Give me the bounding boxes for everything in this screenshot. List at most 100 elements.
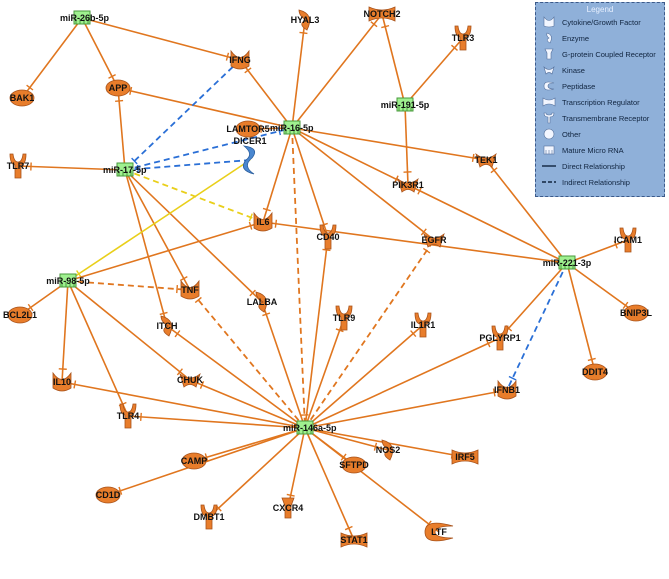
- mirna-icon: [116, 162, 134, 177]
- receptor-icon: [335, 305, 353, 331]
- node-egfr[interactable]: EGFR: [421, 232, 447, 248]
- node-label: TLR4: [117, 411, 140, 421]
- node-mir16[interactable]: miR-16-5p: [270, 120, 314, 135]
- node-itch[interactable]: ITCH: [157, 315, 178, 337]
- edge-end-marker: [490, 167, 498, 174]
- node-cd40[interactable]: CD40: [316, 224, 340, 250]
- node-tlr7[interactable]: TLR7: [7, 153, 30, 179]
- legend-item: Transmembrane Receptor: [536, 110, 664, 126]
- node-ddit4[interactable]: DDIT4: [582, 363, 608, 381]
- edge-end-marker: [140, 412, 142, 421]
- node-dmbt1[interactable]: DMBT1: [194, 504, 225, 530]
- node-tnf[interactable]: TNF: [180, 279, 200, 300]
- node-lamtor5[interactable]: LAMTOR5: [226, 120, 270, 138]
- node-app[interactable]: APP: [105, 79, 131, 97]
- other-icon: [540, 128, 558, 140]
- node-mir98[interactable]: miR-98-5p: [46, 273, 90, 288]
- node-notch2[interactable]: NOTCH2: [363, 6, 401, 22]
- edge-end-marker: [286, 493, 295, 497]
- node-label: STAT1: [340, 535, 367, 545]
- node-label: LTF: [431, 527, 447, 537]
- edge-end-marker: [335, 328, 344, 333]
- solid-line-icon: [540, 163, 558, 169]
- edge-mir221-ICAM1: [566, 239, 629, 264]
- node-label: IFNB1: [494, 385, 520, 395]
- kinase-icon: [179, 372, 201, 388]
- legend-item: Other: [536, 126, 664, 142]
- edge-mir16-NOTCH2: [291, 13, 383, 129]
- node-pik3r1[interactable]: PIK3R1: [392, 177, 424, 193]
- mirna-icon: [296, 420, 314, 435]
- node-mir26b[interactable]: miR-26b-5p: [60, 10, 110, 25]
- legend-item-label: Indirect Relationship: [562, 177, 630, 187]
- edge-mir221-PGLYRP1: [499, 262, 568, 339]
- kinase-icon: [397, 177, 419, 193]
- node-ifng[interactable]: IFNG: [229, 49, 251, 70]
- edge-end-marker: [118, 486, 123, 495]
- gpcr-icon: [281, 497, 295, 519]
- node-irf5[interactable]: IRF5: [451, 449, 479, 465]
- other-icon: [235, 120, 261, 138]
- node-lalba[interactable]: LALBA: [247, 291, 278, 313]
- edge-mir146a-EGFR: [304, 239, 435, 429]
- edge-end-marker: [410, 330, 417, 338]
- node-mir146a[interactable]: miR-146a-5p: [283, 420, 337, 435]
- cytokine-icon: [230, 49, 250, 70]
- node-stat1[interactable]: STAT1: [340, 532, 368, 548]
- legend-item: Cytokine/Growth Factor: [536, 14, 664, 30]
- node-icam1[interactable]: ICAM1: [614, 227, 642, 253]
- node-camp[interactable]: CAMP: [181, 452, 208, 470]
- edge-end-marker: [176, 368, 183, 376]
- edge-mir146a-CD1D: [107, 427, 306, 496]
- mirna-icon: [540, 144, 558, 156]
- edge-end-marker: [27, 303, 34, 312]
- legend-item: Indirect Relationship: [536, 174, 664, 190]
- node-tlr4[interactable]: TLR4: [117, 403, 140, 429]
- node-il6[interactable]: IL6: [253, 211, 273, 232]
- edge-mir146a-IL1R1: [304, 324, 424, 429]
- node-sftpd[interactable]: SFTPD: [339, 456, 369, 474]
- node-il10[interactable]: IL10: [52, 371, 72, 392]
- node-bak1[interactable]: BAK1: [9, 89, 35, 107]
- node-cd1d[interactable]: CD1D: [95, 486, 121, 504]
- node-bnip3l[interactable]: BNIP3L: [620, 304, 653, 322]
- node-nos2[interactable]: NOS2: [376, 439, 401, 461]
- receptor-icon: [454, 25, 472, 51]
- node-label: IL6: [256, 217, 269, 227]
- node-mir221[interactable]: miR-221-3p: [543, 255, 592, 270]
- node-label: APP: [109, 83, 128, 93]
- edge-mir98-IL10: [61, 280, 69, 383]
- edge-mir146a-LALBA: [261, 301, 306, 429]
- node-bcl2l1[interactable]: BCL2L1: [3, 306, 37, 324]
- node-dicer1[interactable]: DICER1: [233, 136, 267, 175]
- node-label: IL10: [53, 377, 71, 387]
- edge-end-marker: [471, 153, 475, 162]
- receptor-icon: [414, 312, 432, 338]
- node-pglyrp1[interactable]: PGLYRP1: [479, 325, 521, 351]
- node-label: BNIP3L: [620, 308, 653, 318]
- node-ltf[interactable]: LTF: [424, 522, 454, 542]
- node-label: miR-17-5p: [103, 165, 147, 175]
- node-hyal3[interactable]: HYAL3: [291, 9, 320, 31]
- edge-mir17-ITCH: [124, 169, 168, 327]
- node-label: IRF5: [455, 452, 475, 462]
- edge-mir16-mir146a: [291, 127, 306, 429]
- node-tlr9[interactable]: TLR9: [333, 305, 356, 331]
- peptidase-icon: [424, 522, 454, 542]
- edge-mir16-EGFR: [291, 127, 435, 241]
- edge-end-marker: [136, 164, 139, 174]
- edge-end-marker: [249, 289, 256, 297]
- node-label: PIK3R1: [392, 180, 424, 190]
- node-tlr3[interactable]: TLR3: [452, 25, 475, 51]
- node-il1r1[interactable]: IL1R1: [411, 312, 436, 338]
- edge-end-marker: [262, 312, 271, 317]
- legend-item: Mature Micro RNA: [536, 142, 664, 158]
- node-mir191[interactable]: miR-191-5p: [381, 97, 430, 112]
- node-tek1[interactable]: TEK1: [474, 152, 498, 168]
- edge-mir16-PIK3R1: [291, 127, 409, 186]
- node-chuk[interactable]: CHUK: [177, 372, 203, 388]
- node-ifnb1[interactable]: IFNB1: [494, 379, 520, 400]
- node-cxcr4[interactable]: CXCR4: [273, 497, 304, 519]
- node-mir17[interactable]: miR-17-5p: [103, 162, 147, 177]
- legend-item-label: Other: [562, 129, 581, 139]
